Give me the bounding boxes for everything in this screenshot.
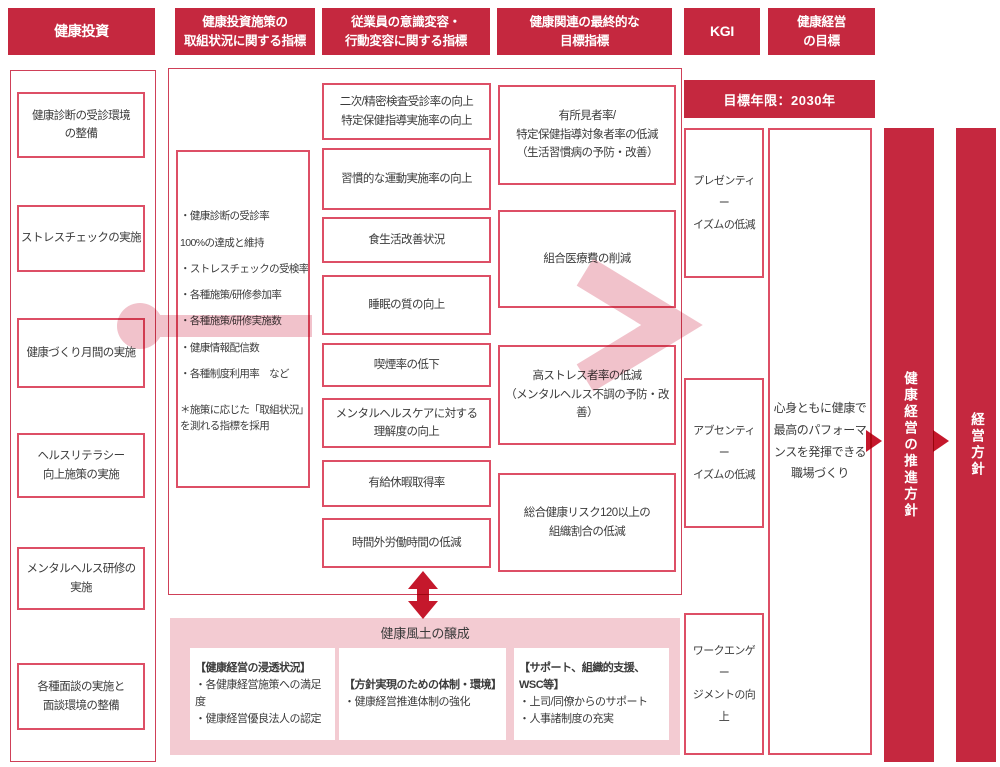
kgi-item: プレゼンティー イズムの低減: [684, 128, 764, 278]
culture-box: 【サポート、組織的支援、 WSC等】 ・上司/同僚からのサポート ・人事諸制度の…: [514, 648, 669, 740]
effort-indicator-note: ＊施策に応じた「取組状況」を測れる指標を採用: [180, 404, 304, 432]
behavior-indicator-item: 習慣的な運動実施率の向上: [322, 148, 491, 210]
culture-section: 健康風土の醸成 【健康経営の浸透状況】 ・各健康経営施策への満足度 ・健康経営優…: [170, 618, 680, 755]
effort-indicator-box: ・健康診断の受診率 100%の達成と維持 ・ストレスチェックの受検率 ・各種施策…: [176, 150, 310, 488]
investment-item: 健康診断の受診環境 の整備: [17, 92, 145, 158]
effort-indicator-bullets: ・健康診断の受診率 100%の達成と維持 ・ストレスチェックの受検率 ・各種施策…: [180, 210, 309, 380]
investment-item: ヘルスリテラシー 向上施策の実施: [17, 433, 145, 498]
header-management-goal: 健康経営 の目標: [768, 8, 875, 55]
header-final-indicators: 健康関連の最終的な 目標指標: [497, 8, 672, 55]
management-goal-box: 心身ともに健康で 最高のパフォーマ ンスを発揮できる 職場づくり: [768, 128, 872, 755]
investment-item: ストレスチェックの実施: [17, 205, 145, 272]
deadline-banner: 目標年限：2030年: [684, 80, 875, 118]
culture-box-body: ・各健康経営施策への満足度 ・健康経営優良法人の認定: [195, 678, 322, 726]
header-effort-indicators: 健康投資施策の 取組状況に関する指標: [175, 8, 315, 55]
behavior-indicator-item: 時間外労働時間の低減: [322, 518, 491, 568]
behavior-indicator-item: メンタルヘルスケアに対する 理解度の向上: [322, 398, 491, 448]
header-behavior-indicators: 従業員の意識変容・ 行動変容に関する指標: [322, 8, 490, 55]
final-indicator-item: 高ストレス者率の低減 （メンタルヘルス不調の予防・改 善）: [498, 345, 676, 445]
policy-bar-promotion: 健康経営の推進方針: [884, 128, 934, 762]
investment-item: 健康づくり月間の実施: [17, 318, 145, 388]
investment-item: メンタルヘルス研修の 実施: [17, 547, 145, 610]
culture-box-body: ・健康経営推進体制の強化: [344, 696, 471, 708]
behavior-indicator-item: 有給休暇取得率: [322, 460, 491, 507]
culture-box-body: ・上司/同僚からのサポート ・人事諸制度の充実: [519, 696, 648, 726]
policy-bar-management: 経営方針: [956, 128, 996, 762]
culture-box-heading: 【サポート、組織的支援、 WSC等】: [519, 661, 645, 691]
kgi-item: ワークエンゲー ジメントの向上: [684, 613, 764, 755]
final-indicator-item: 組合医療費の削減: [498, 210, 676, 308]
behavior-indicator-item: 睡眠の質の向上: [322, 275, 491, 335]
culture-box: 【健康経営の浸透状況】 ・各健康経営施策への満足度 ・健康経営優良法人の認定: [190, 648, 335, 740]
behavior-indicator-item: 喫煙率の低下: [322, 343, 491, 387]
header-kgi: KGI: [684, 8, 760, 55]
culture-box-heading: 【健康経営の浸透状況】: [195, 661, 311, 674]
behavior-indicator-item: 食生活改善状況: [322, 217, 491, 263]
kgi-item: アブセンティー イズムの低減: [684, 378, 764, 528]
final-indicator-item: 有所見者率/ 特定保健指導対象者率の低減 （生活習慣病の予防・改善）: [498, 85, 676, 185]
behavior-indicator-item: 二次/精密検査受診率の向上 特定保健指導実施率の向上: [322, 83, 491, 140]
investment-column-frame: [10, 70, 156, 762]
culture-box: 【方針実現のための体制・環境】 ・健康経営推進体制の強化: [339, 648, 506, 740]
investment-item: 各種面談の実施と 面談環境の整備: [17, 663, 145, 730]
culture-section-title: 健康風土の醸成: [380, 626, 470, 641]
final-indicator-item: 総合健康リスク120以上の 組織割合の低減: [498, 473, 676, 572]
header-health-investment: 健康投資: [8, 8, 155, 55]
culture-box-heading: 【方針実現のための体制・環境】: [344, 678, 502, 691]
